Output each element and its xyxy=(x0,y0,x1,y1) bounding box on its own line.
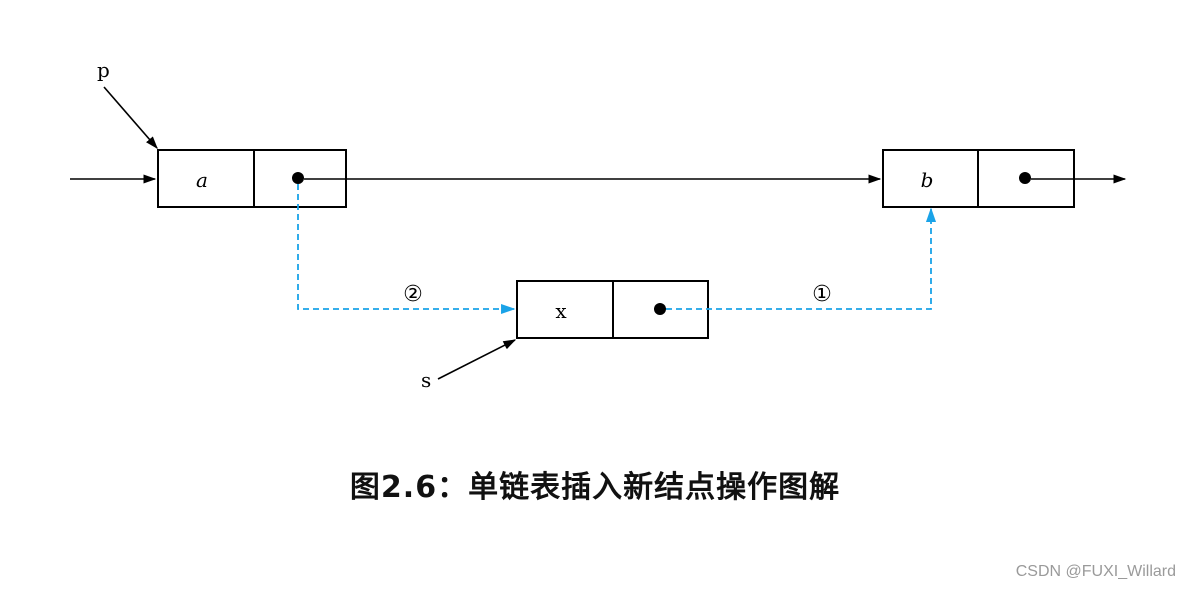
node-x-value: x xyxy=(555,299,567,323)
pointer-p-arrow xyxy=(103,86,158,149)
node-x-next-pointer-dot xyxy=(654,303,666,315)
node-b-next-pointer-dot xyxy=(1019,172,1031,184)
pointer-p-label: p xyxy=(97,58,110,82)
pointer-s-label: s xyxy=(421,368,431,392)
node-b-value: b xyxy=(921,168,934,192)
step-two-link-a-to-x-arrow xyxy=(297,184,516,315)
watermark-text: CSDN @FUXI_Willard xyxy=(1015,563,1176,580)
node-a-next-pointer-dot xyxy=(292,172,304,184)
figure-caption: 图2.6：单链表插入新结点操作图解 xyxy=(349,470,841,505)
step-one-link-x-to-b-arrow xyxy=(666,207,937,310)
step-two-label: ② xyxy=(403,282,423,307)
step-one-label: ① xyxy=(812,282,832,307)
node-a-value: a xyxy=(196,168,208,192)
pointer-s-arrow xyxy=(437,339,517,380)
